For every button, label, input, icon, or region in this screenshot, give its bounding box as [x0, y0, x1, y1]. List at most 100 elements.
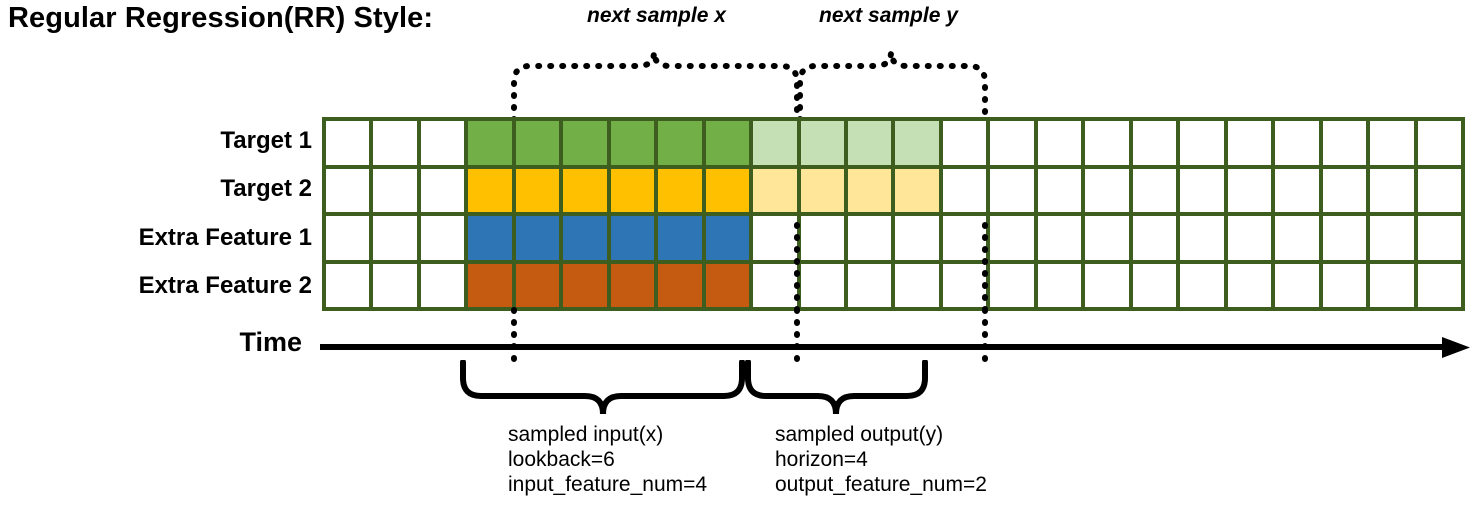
grid-cell-r3-c24 [1417, 216, 1461, 260]
grid-cell-r1-c5 [515, 121, 560, 165]
grid-cell-r1-c22 [1322, 121, 1367, 165]
grid-cell-r3-c8 [658, 216, 702, 260]
grid-cell-r4-c23 [1370, 263, 1414, 307]
grid-cell-r3-c16 [1037, 216, 1082, 260]
grid-cell-r1-c8 [658, 121, 702, 165]
grid-cell-r3-c2 [373, 216, 417, 260]
grid-cell-r4-c19 [1180, 263, 1224, 307]
grid-cell-r4-c14 [942, 263, 987, 307]
grid-cell-r3-c19 [1180, 216, 1224, 260]
grid-cell-r3-c10 [753, 216, 797, 260]
row-label-extra-feature-1: Extra Feature 1 [138, 224, 312, 251]
grid-cell-r2-c18 [1132, 168, 1177, 212]
dotted-brace-x [511, 51, 800, 123]
brace-sampled-output [745, 360, 928, 415]
grid-cell-r3-c23 [1370, 216, 1414, 260]
grid-cell-r3-c15 [990, 216, 1034, 260]
grid-cell-r2-c3 [420, 168, 465, 212]
bottom-braces [460, 360, 928, 415]
row-label-target-1: Target 1 [220, 127, 312, 154]
grid-cell-r4-c15 [990, 263, 1034, 307]
annotation-next-sample-y: next sample y [819, 4, 958, 27]
grid-cell-r3-c13 [895, 216, 939, 260]
grid-cell-r1-c20 [1227, 121, 1272, 165]
grid-cell-r4-c18 [1132, 263, 1177, 307]
grid-cell-r1-c7 [610, 121, 655, 165]
grid-cell-r2-c20 [1227, 168, 1272, 212]
grid-cell-r2-c11 [800, 168, 845, 212]
grid-cell-r3-c3 [420, 216, 465, 260]
grid-cell-r4-c2 [373, 263, 417, 307]
grid-cell-r4-c5 [515, 263, 560, 307]
label-sampled-output-line2: horizon=4 [775, 448, 868, 471]
grid-cell-r4-c1 [326, 263, 370, 307]
grid-cell-r1-c16 [1037, 121, 1082, 165]
annotation-next-sample-x: next sample x [587, 4, 726, 27]
grid-cell-r1-c13 [895, 121, 939, 165]
grid-cell-r4-c12 [848, 263, 892, 307]
grid-cell-r4-c4 [468, 263, 512, 307]
page-title: Regular Regression(RR) Style: [8, 2, 434, 34]
grid-cell-r4-c16 [1037, 263, 1082, 307]
grid-cell-r2-c10 [753, 168, 797, 212]
grid-cell-r1-c9 [705, 121, 750, 165]
grid-cell-r4-c20 [1227, 263, 1272, 307]
grid-cell-r2-c24 [1417, 168, 1461, 212]
label-sampled-output-line1: sampled output(y) [775, 423, 944, 446]
grid-cell-r3-c6 [563, 216, 607, 260]
grid-cell-r2-c15 [990, 168, 1034, 212]
grid-cell-r1-c14 [942, 121, 987, 165]
label-sampled-output-line3: output_feature_num=2 [775, 473, 987, 496]
grid-cell-r2-c19 [1180, 168, 1224, 212]
grid-cell-r2-c1 [326, 168, 370, 212]
grid-cell-r4-c6 [563, 263, 607, 307]
grid-cell-r3-c12 [848, 216, 892, 260]
label-sampled-input-line2: lookback=6 [508, 448, 615, 471]
time-axis-arrow [320, 337, 1470, 358]
time-axis-label: Time [239, 327, 302, 357]
grid-cell-r3-c21 [1275, 216, 1319, 260]
grid-cell-r2-c5 [515, 168, 560, 212]
grid-cell-r4-c8 [658, 263, 702, 307]
grid-cell-r2-c14 [942, 168, 987, 212]
grid-cell-r3-c9 [705, 216, 750, 260]
grid-cell-r2-c17 [1085, 168, 1129, 212]
label-sampled-input-block: sampled input(x) lookback=6 input_featur… [508, 422, 707, 497]
right-arrow-icon [1442, 337, 1470, 358]
grid-cell-r3-c1 [326, 216, 370, 260]
grid-cell-r4-c9 [705, 263, 750, 307]
grid-cell-r2-c8 [658, 168, 702, 212]
timeline-grid [322, 117, 1465, 311]
dotted-brace-y [797, 51, 988, 123]
grid-cell-r3-c4 [468, 216, 512, 260]
grid-cell-r1-c23 [1370, 121, 1414, 165]
grid-cell-r1-c15 [990, 121, 1034, 165]
grid-cell-r1-c19 [1180, 121, 1224, 165]
grid-cell-r2-c4 [468, 168, 512, 212]
row-label-extra-feature-2: Extra Feature 2 [138, 272, 312, 299]
grid-cell-r2-c21 [1275, 168, 1319, 212]
grid-cell-r2-c9 [705, 168, 750, 212]
grid-cell-r1-c21 [1275, 121, 1319, 165]
grid-cell-r3-c22 [1322, 216, 1367, 260]
grid-cell-r2-c13 [895, 168, 939, 212]
grid-cell-r1-c12 [848, 121, 892, 165]
grid-cell-r3-c7 [610, 216, 655, 260]
grid-cell-r4-c7 [610, 263, 655, 307]
row-label-list: Target 1 Target 2 Extra Feature 1 Extra … [40, 117, 312, 311]
label-sampled-input-line3: input_feature_num=4 [508, 473, 708, 496]
grid-cell-r2-c16 [1037, 168, 1082, 212]
grid-cell-r4-c17 [1085, 263, 1129, 307]
grid-cell-r3-c17 [1085, 216, 1129, 260]
grid-cell-r2-c12 [848, 168, 892, 212]
label-sampled-output-block: sampled output(y) horizon=4 output_featu… [775, 422, 987, 497]
grid-cell-r4-c13 [895, 263, 939, 307]
label-sampled-input-line1: sampled input(x) [508, 423, 664, 446]
grid-cell-r1-c10 [753, 121, 797, 165]
grid-cell-r4-c3 [420, 263, 465, 307]
grid-cell-r1-c11 [800, 121, 845, 165]
grid-cell-r1-c1 [326, 121, 370, 165]
grid-cell-r3-c14 [942, 216, 987, 260]
grid-cell-r1-c3 [420, 121, 465, 165]
grid-cell-r2-c2 [373, 168, 417, 212]
